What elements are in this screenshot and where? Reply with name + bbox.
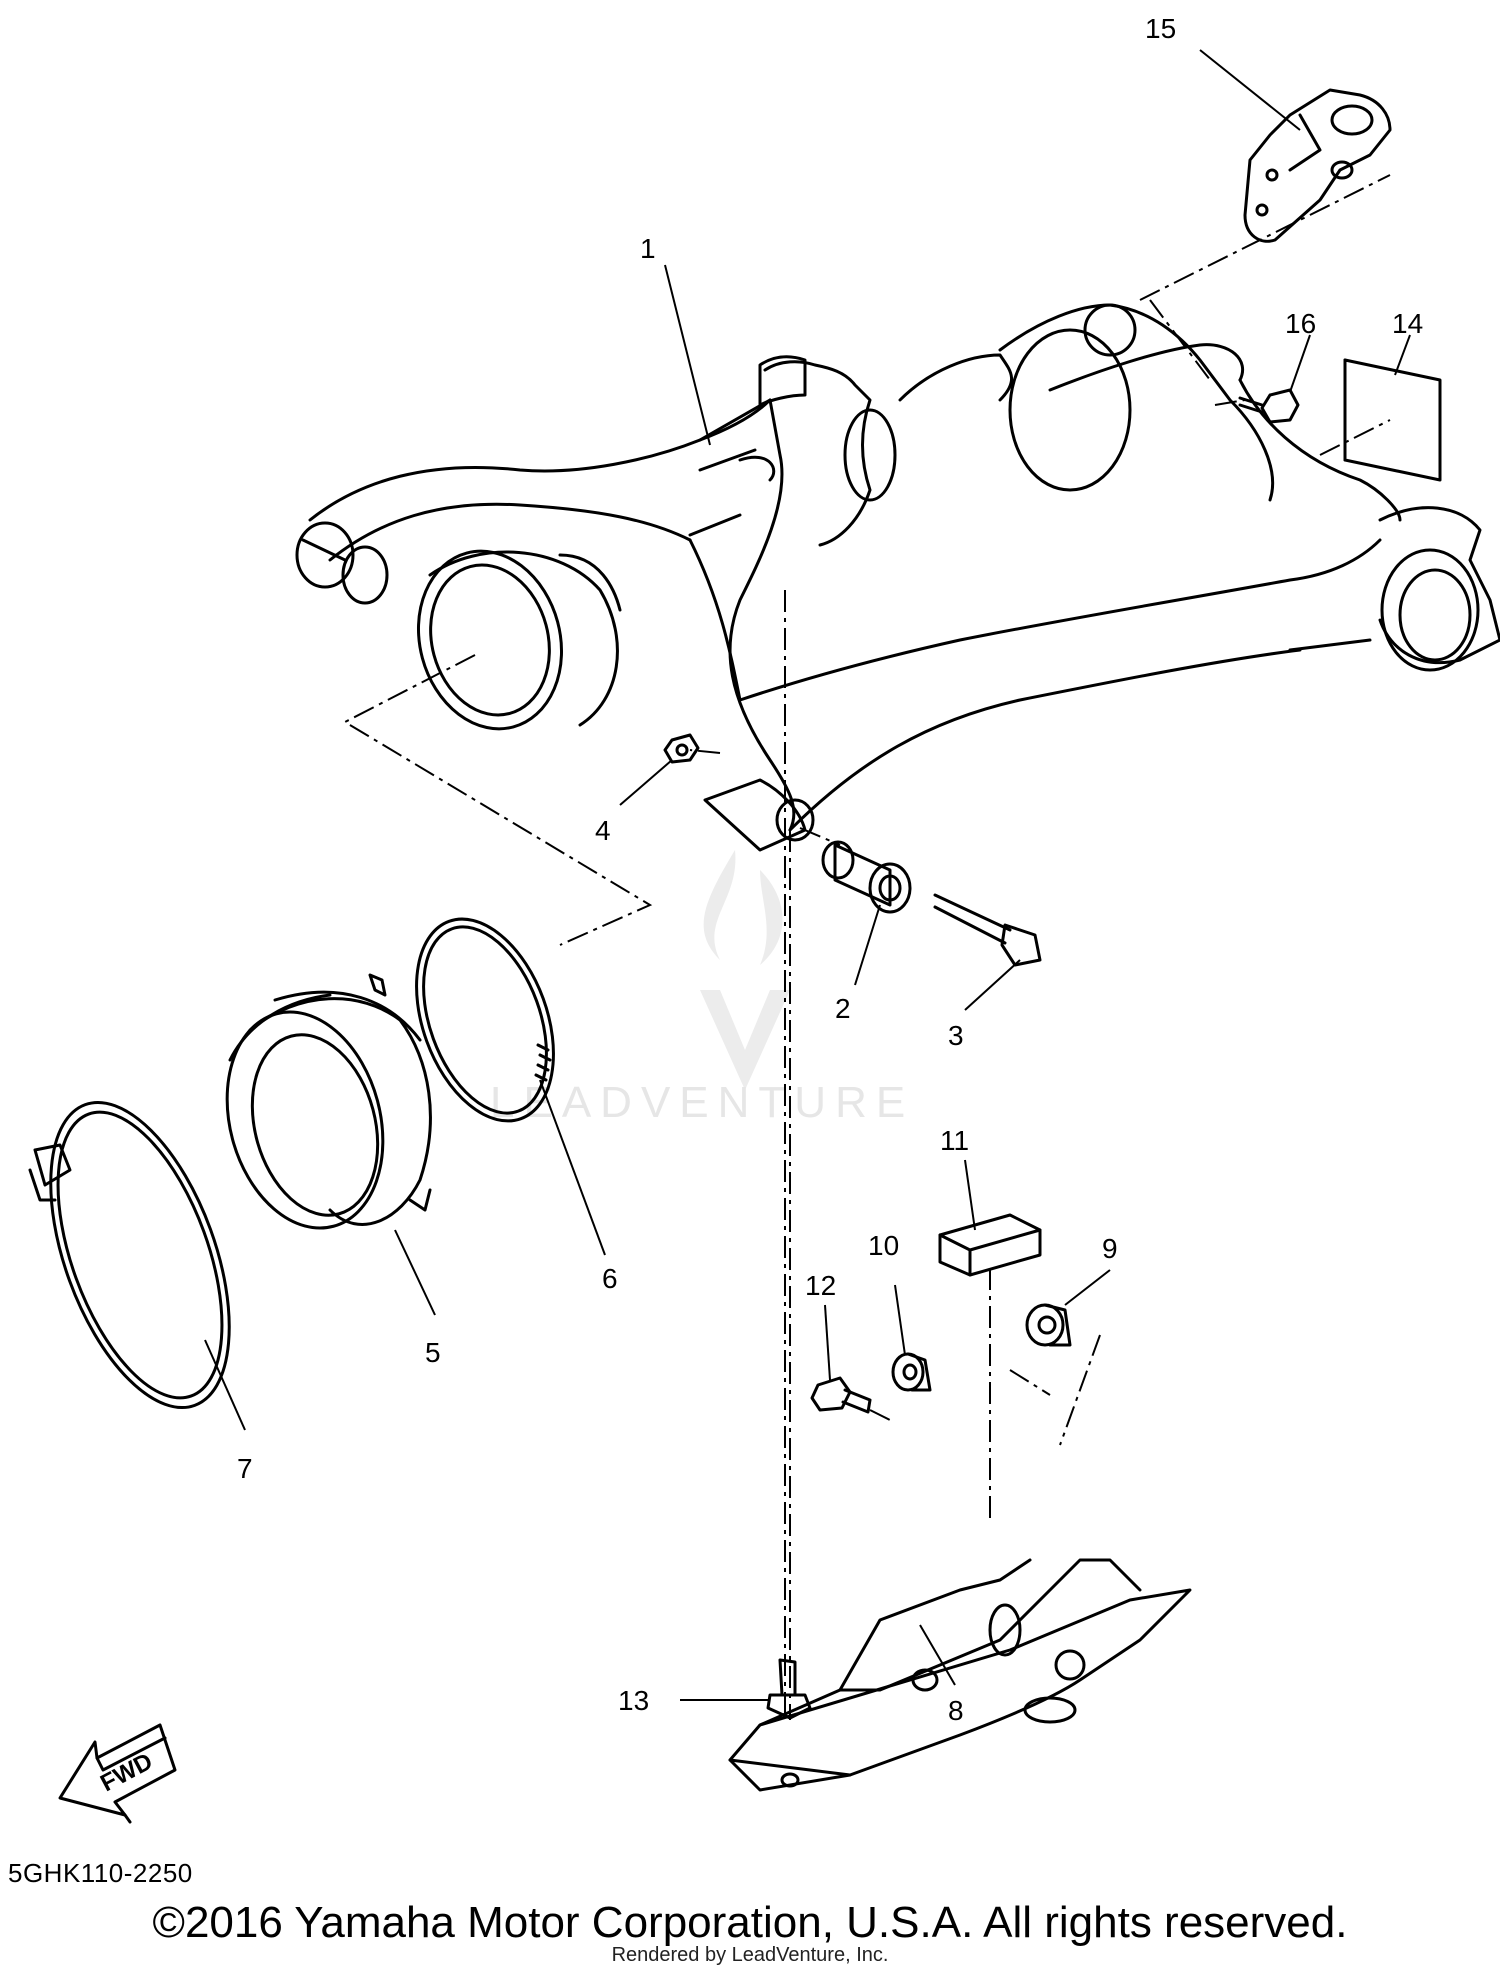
bracket-15-part [1243,88,1392,243]
boot-part [225,973,432,1230]
label-14-part [1343,358,1442,482]
rendered-by-notice: Rendered by LeadVenture, Inc. [611,1944,889,1966]
watermark-flame-icon [703,850,783,965]
callout-10: 10 [868,1230,899,1261]
damper-9-part [1025,1303,1072,1347]
callout-16: 16 [1285,308,1316,339]
nut-part [663,733,700,764]
clamp-ring-part [415,917,555,1123]
leader-lines [204,49,1411,1701]
guard-plate-part [728,1558,1192,1792]
bushing-part [821,840,912,914]
bolt-12-part [810,1376,872,1414]
watermark-v-icon [700,990,790,1090]
parts-diagram: LEADVENTURE [28,13,1500,1824]
reference-lines [342,174,1391,1720]
watermark-text: LEADVENTURE [490,1078,914,1127]
callout-14: 14 [1392,308,1423,339]
callout-2: 2 [835,993,851,1024]
callout-3: 3 [948,1020,964,1051]
damper-10-part [891,1352,932,1392]
hose-band-part [28,1100,231,1410]
callouts: 1 2 3 4 5 6 7 8 9 10 11 12 13 14 15 16 [237,13,1423,1726]
callout-12: 12 [805,1270,836,1301]
callout-15: 15 [1145,13,1176,44]
bolt-13-part [766,1658,812,1720]
callout-8: 8 [948,1695,964,1726]
watermark: LEADVENTURE [490,850,914,1127]
callout-13: 13 [618,1685,649,1716]
pad-part [938,1213,1042,1277]
swing-arm-part [295,303,1500,852]
callout-1: 1 [640,233,656,264]
diagram-code: 5GHK110-2250 [8,1858,193,1888]
copyright-notice: ©2016 Yamaha Motor Corporation, U.S.A. A… [152,1898,1348,1947]
callout-5: 5 [425,1337,441,1368]
callout-6: 6 [602,1263,618,1294]
fwd-arrow-icon [58,1723,177,1824]
bolt-part [933,893,1042,967]
callout-11: 11 [940,1125,969,1156]
callout-9: 9 [1102,1233,1118,1264]
callout-7: 7 [237,1453,253,1484]
callout-4: 4 [595,815,611,846]
